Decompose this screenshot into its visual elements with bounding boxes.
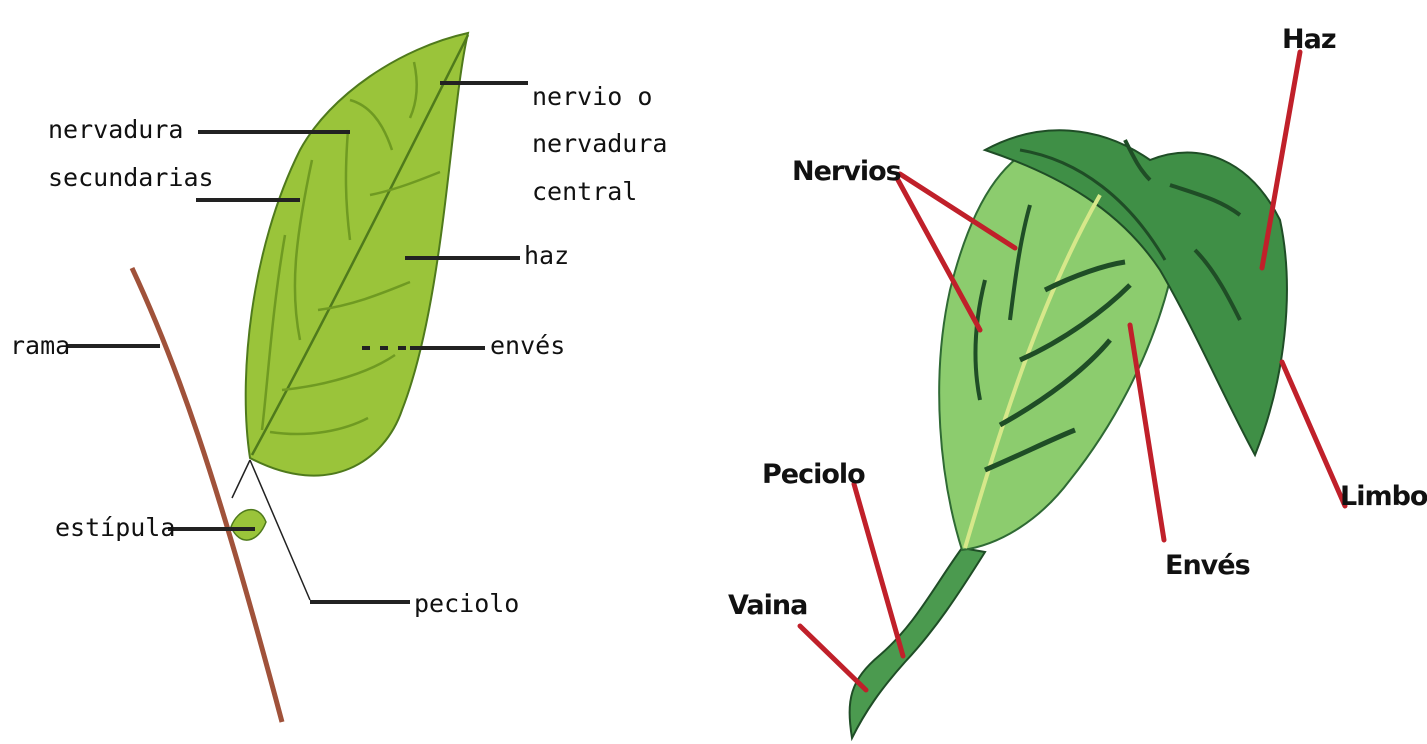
label-enves-right: Envés bbox=[1165, 550, 1250, 581]
label-nervio-line1: nervio o bbox=[532, 82, 652, 111]
label-nervios: Nervios bbox=[792, 156, 901, 187]
leader-vaina-red bbox=[800, 626, 866, 690]
label-peciolo: peciolo bbox=[414, 589, 519, 618]
label-rama: rama bbox=[10, 331, 70, 360]
label-peciolo-right: Peciolo bbox=[762, 459, 865, 490]
stipule-shape bbox=[231, 510, 266, 540]
label-haz-right: Haz bbox=[1282, 24, 1336, 55]
label-nervio-line3: central bbox=[532, 177, 637, 206]
label-haz: haz bbox=[524, 241, 569, 270]
leader-peciolo-red bbox=[854, 484, 903, 656]
label-secundarias: secundarias bbox=[48, 163, 214, 192]
label-nervio-line2: nervadura bbox=[532, 129, 667, 158]
right-leaf-diagram: Haz Nervios Peciolo Vaina Envés Limbo bbox=[728, 24, 1427, 738]
petiole-sheath-shape bbox=[850, 548, 985, 738]
label-nervadura: nervadura bbox=[48, 115, 183, 144]
left-leaf-diagram: nervadura secundarias nervio o nervadura… bbox=[10, 33, 667, 722]
label-estipula: estípula bbox=[55, 513, 175, 542]
label-vaina: Vaina bbox=[728, 590, 807, 621]
label-limbo: Limbo bbox=[1340, 481, 1427, 512]
leader-enves-red bbox=[1130, 325, 1164, 540]
label-enves: envés bbox=[490, 331, 565, 360]
leader-limbo-red bbox=[1282, 362, 1345, 506]
